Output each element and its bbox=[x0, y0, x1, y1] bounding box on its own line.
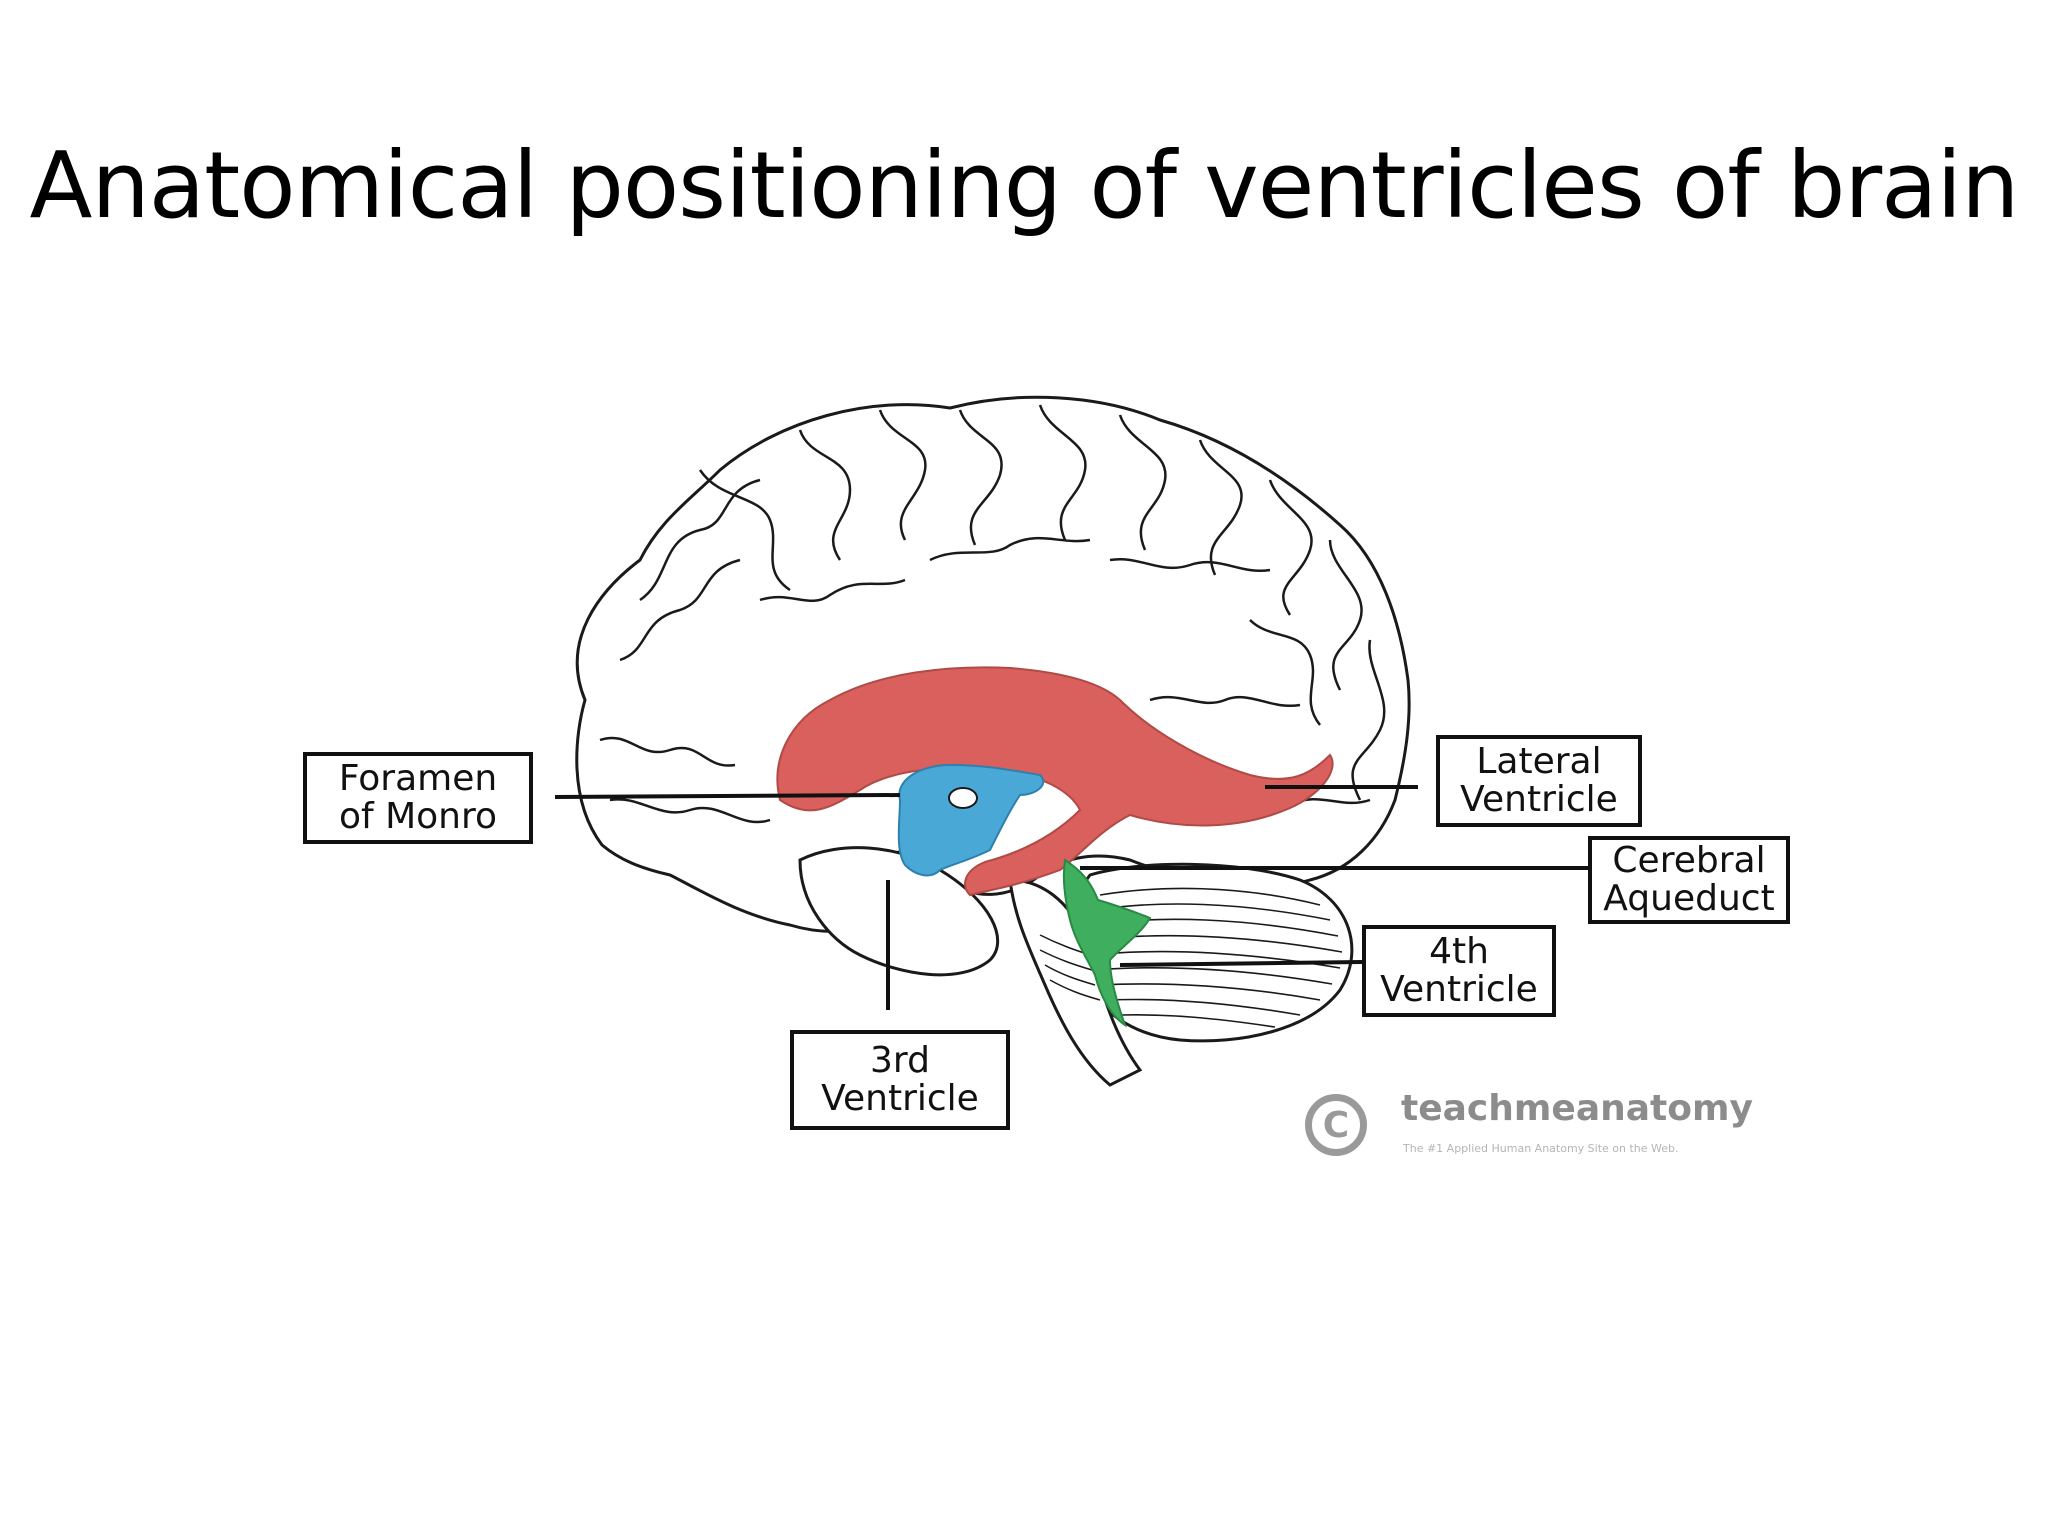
teachmeanatomy-watermark: C teachmeanatomy The #1 Applied Human An… bbox=[1305, 1088, 1825, 1168]
foramen-leader-line bbox=[554, 793, 901, 799]
label-foramen-line2: of Monro bbox=[338, 796, 498, 837]
temporal-lobe bbox=[798, 846, 1000, 977]
label-fourth-line2: Ventricle bbox=[1380, 969, 1538, 1010]
label-lateral-line1: Lateral bbox=[1476, 741, 1602, 782]
label-cerebral-aqueduct: Cerebral Aqueduct bbox=[1588, 836, 1790, 924]
third-ventricle bbox=[897, 763, 1045, 877]
cerebellum-folia bbox=[1089, 887, 1343, 1028]
label-aqueduct-line2: Aqueduct bbox=[1603, 878, 1775, 919]
fourth-leader-line bbox=[1119, 960, 1363, 967]
copyright-icon: C bbox=[1305, 1094, 1367, 1156]
leader-lines bbox=[554, 785, 1588, 1010]
pons-lines bbox=[1039, 934, 1101, 1001]
label-third-line2: Ventricle bbox=[821, 1078, 979, 1119]
label-aqueduct-line1: Cerebral bbox=[1612, 840, 1766, 881]
cerebrum-outline bbox=[575, 395, 1411, 933]
watermark-name: teachmeanatomy bbox=[1401, 1088, 1753, 1129]
interthalamic-adhesion bbox=[948, 787, 978, 809]
label-third-ventricle: 3rd Ventricle bbox=[790, 1030, 1010, 1130]
label-foramen-line1: Foramen bbox=[338, 758, 498, 799]
label-fourth-ventricle: 4th Ventricle bbox=[1362, 925, 1556, 1017]
watermark-tagline: The #1 Applied Human Anatomy Site on the… bbox=[1403, 1142, 1679, 1155]
label-foramen-of-monro: Foramen of Monro bbox=[303, 752, 533, 844]
fourth-ventricle bbox=[1062, 858, 1152, 1028]
label-fourth-line1: 4th bbox=[1429, 931, 1489, 972]
slide-title: Anatomical positioning of ventricles of … bbox=[29, 132, 2020, 239]
label-lateral-ventricle: Lateral Ventricle bbox=[1436, 735, 1642, 827]
label-third-line1: 3rd bbox=[870, 1040, 930, 1081]
label-lateral-line2: Ventricle bbox=[1460, 779, 1618, 820]
